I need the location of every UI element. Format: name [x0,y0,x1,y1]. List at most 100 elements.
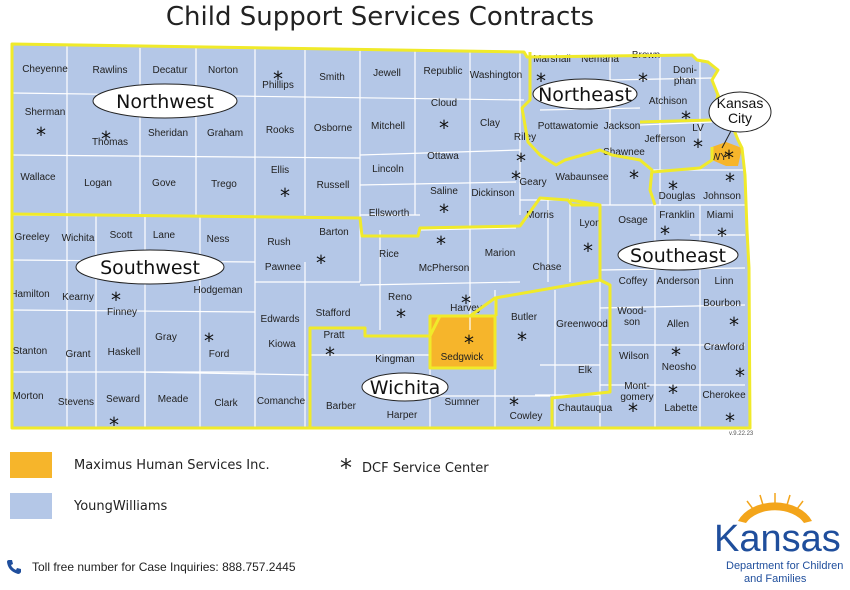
county-label-johnson: Johnson [703,191,741,202]
county-label-wallace: Wallace [20,172,56,183]
region-bubble-northwest [92,83,238,119]
legend-label-youngwilliams: YoungWilliams [74,498,168,514]
county-label-cheyenne: Cheyenne [22,64,68,75]
dcf-service-center-marker: * [461,291,471,315]
dcf-service-center-marker: * [516,149,526,173]
dcf-service-center-marker: * [509,393,519,417]
dcf-service-center-marker: * [583,239,593,263]
youngwilliams-swatch [10,493,52,519]
county-label-cowley: Cowley [510,411,543,422]
region-label-wichita: Wichita [370,377,441,399]
county-label-washington: Washington [470,70,522,81]
county-label-crawford: Crawford [704,342,745,353]
asterisk-icon: * [340,454,352,482]
county-label-comanche: Comanche [257,396,306,407]
region-boundary [308,278,601,428]
dcf-service-center-marker: * [693,135,703,159]
county-label-grant: Grant [65,349,90,360]
dcf-service-center-marker: * [725,169,735,193]
region-boundary [520,52,657,206]
county-label-wabaunsee: Wabaunsee [556,172,609,183]
county-label-morton: Morton [12,391,43,402]
dcf-service-center-marker: * [273,67,283,91]
region-bubble-southwest [75,249,225,285]
logo-line2: and Families [744,573,807,585]
legend-label-dcf: DCF Service Center [362,460,489,476]
legend-item-dcf: * DCF Service Center [340,456,489,480]
county-label-scott: Scott [110,230,133,241]
county-label-jefferson: Jefferson [645,134,686,145]
region-boundary [651,147,714,174]
county-label-ness: Ness [207,234,230,245]
dcf-service-center-marker: * [660,222,670,246]
dcf-service-center-marker: * [735,364,745,388]
wyandotte-county-fill [712,142,742,166]
dcf-service-center-marker: * [464,331,474,355]
dcf-service-center-marker: * [36,123,46,147]
dcf-service-center-marker: * [681,107,691,131]
dcf-service-center-marker: * [724,146,734,170]
dcf-service-center-marker: * [280,184,290,208]
county-label-allen: Allen [667,319,689,330]
region-bubble-northeast [532,78,638,110]
dcf-service-center-marker: * [325,343,335,367]
sunflower-logo-icon: Kansas Department for Children and Famil… [714,493,843,585]
dcf-service-center-marker: * [517,328,527,352]
dcf-service-center-marker: * [109,413,119,437]
county-label-gove: Gove [152,178,176,189]
dcf-service-center-marker: * [628,399,638,423]
county-label-saline: Saline [430,186,458,197]
county-label-hodgeman: Hodgeman [194,285,243,296]
county-label-atchison: Atchison [649,96,687,107]
county-label-shawnee: Shawnee [603,147,645,158]
county-label-osborne: Osborne [314,123,353,134]
county-label-stafford: Stafford [316,308,351,319]
county-label-pratt: Pratt [323,330,344,341]
county-label-rawlins: Rawlins [92,65,127,76]
county-label-marion: Marion [485,248,516,259]
phone-line: Toll free number for Case Inquiries: 888… [6,559,296,575]
county-label-phillips: Phillips [262,80,294,91]
dcf-service-center-marker: * [111,288,121,312]
region-boundary [550,198,612,428]
dcf-service-center-marker: * [316,251,326,275]
county-label-thomas: Thomas [92,137,128,148]
version-label: v.9.22.23 [729,431,754,437]
county-label-ford: Ford [209,349,230,360]
county-label-jewell: Jewell [373,68,401,79]
county-label-neosho: Neosho [662,362,697,373]
county-label-morris: Morris [526,210,554,221]
county-label-miami: Miami [707,210,734,221]
county-label-ottawa: Ottawa [427,151,459,162]
county-label-lane: Lane [153,230,176,241]
county-label-republic: Republic [424,66,463,77]
county-label-sheridan: Sheridan [148,128,188,139]
dcf-service-center-marker: * [729,313,739,337]
county-label-seward: Seward [106,394,140,405]
county-label-cherokee: Cherokee [702,390,746,401]
county-label-harvey: Harvey [450,303,482,314]
county-label-rooks: Rooks [266,125,294,136]
region-label-northwest: Northwest [116,91,214,113]
county-label-stevens: Stevens [58,397,94,408]
legend-item-youngwilliams: YoungWilliams [10,493,167,519]
dcf-service-center-marker: * [204,329,214,353]
region-boundary [11,196,600,238]
dcf-service-center-marker: * [511,167,521,191]
county-label-pawnee: Pawnee [265,262,302,273]
county-label-logan: Logan [84,178,112,189]
county-label-coffey: Coffey [619,276,648,287]
county-label-edwards: Edwards [261,314,300,325]
region-label-southwest: Southwest [100,257,200,279]
county-label-graham: Graham [207,128,243,139]
logo-line1: Department for Children [726,560,843,572]
county-label-greeley: Greeley [14,232,49,243]
county-label-wood-son: Wood-son [617,306,646,328]
county-label-smith: Smith [319,72,345,83]
svg-text:Kansas: Kansas [714,518,841,560]
county-label-elk: Elk [578,365,593,376]
county-label-russell: Russell [317,180,350,191]
